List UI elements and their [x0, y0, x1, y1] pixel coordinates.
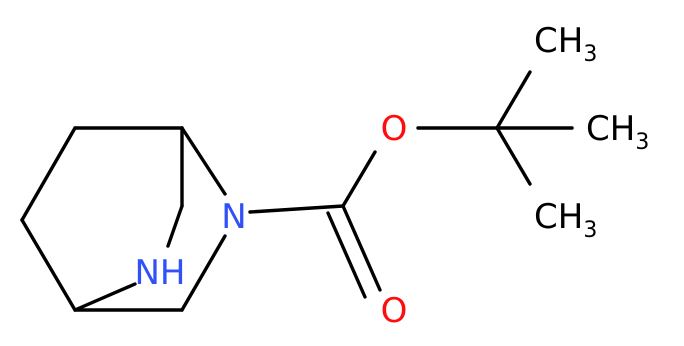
- atom-label-ester-oxygen: O: [381, 109, 408, 149]
- bond: [495, 126, 532, 186]
- atom-label-ch3-bottom: CH3: [534, 197, 597, 243]
- atom-label-carbamate-nitrogen: N: [221, 197, 246, 237]
- bond: [20, 126, 77, 222]
- atom-labels: CH3 CH3 CH3 O O N NH: [135, 21, 650, 331]
- atom-label-amine-nh: NH: [135, 253, 186, 293]
- bond: [326, 211, 367, 299]
- bond: [180, 234, 227, 312]
- bond: [341, 204, 382, 292]
- bond: [166, 204, 184, 248]
- bond: [248, 204, 345, 214]
- bond: [180, 126, 227, 196]
- bond: [20, 218, 77, 312]
- bond: [341, 150, 377, 208]
- atom-label-ch3-right: CH3: [586, 109, 649, 155]
- bond: [495, 70, 532, 130]
- atom-label-carbonyl-oxygen: O: [381, 291, 408, 331]
- atom-label-ch3-top: CH3: [534, 21, 597, 67]
- bond: [73, 282, 137, 312]
- bond-lines: [20, 70, 574, 312]
